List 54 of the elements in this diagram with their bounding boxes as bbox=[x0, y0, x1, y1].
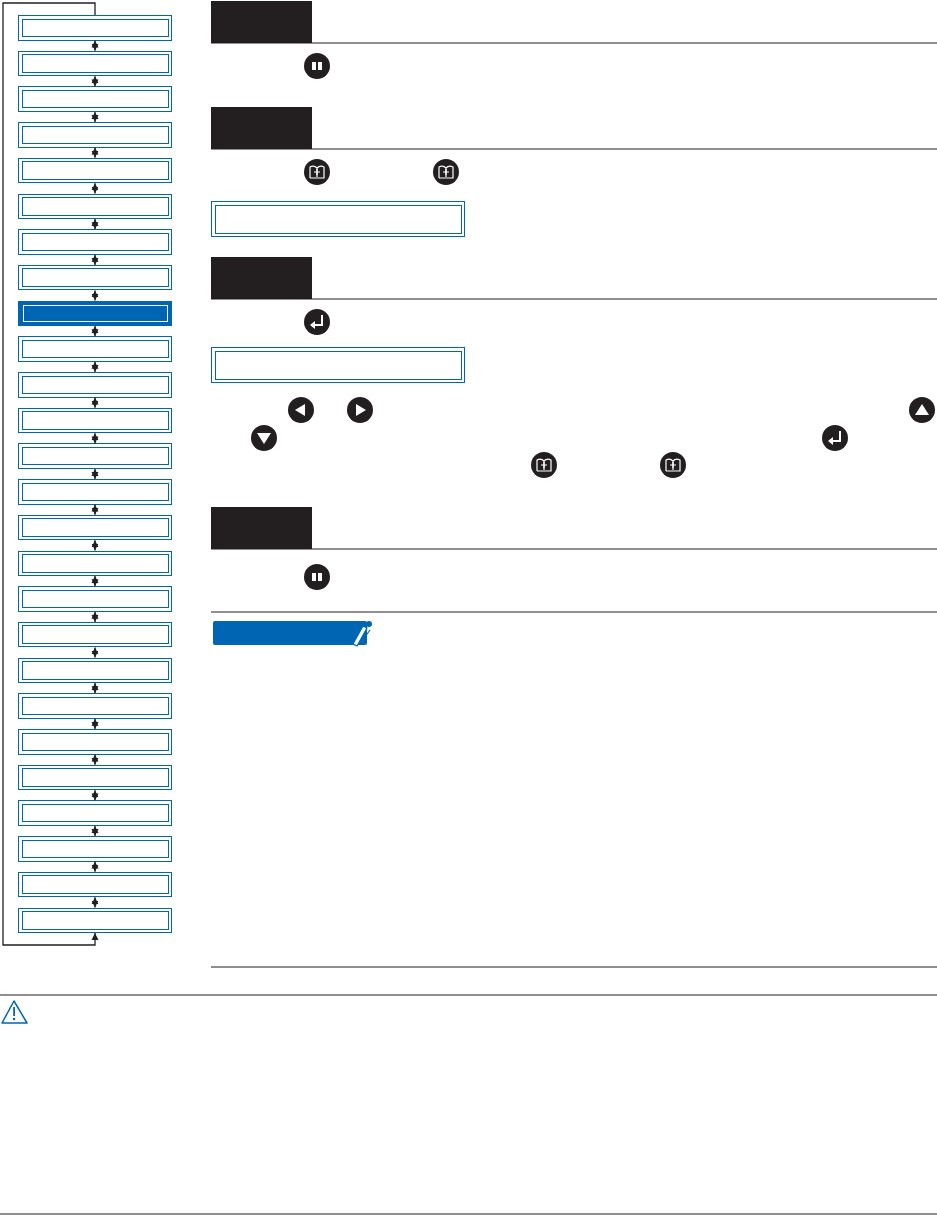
arrow bbox=[91, 468, 99, 480]
arrow bbox=[91, 575, 99, 587]
menu-box bbox=[18, 586, 172, 612]
menu-box bbox=[18, 229, 172, 255]
arrow bbox=[91, 611, 99, 623]
menu-box bbox=[18, 50, 172, 77]
arrow bbox=[91, 39, 99, 52]
menu-box bbox=[18, 86, 172, 112]
menu-box bbox=[18, 657, 172, 684]
menu-box bbox=[18, 514, 172, 541]
menu-box bbox=[18, 372, 172, 398]
arrow bbox=[91, 789, 99, 802]
menu-box bbox=[18, 800, 172, 826]
menu-box bbox=[18, 907, 172, 933]
arrow bbox=[91, 396, 99, 409]
arrow bbox=[2, 2, 99, 946]
arrow bbox=[91, 860, 99, 873]
menu-box bbox=[18, 15, 172, 41]
arrow bbox=[91, 218, 99, 230]
display-box bbox=[211, 347, 465, 383]
display-box bbox=[211, 201, 465, 237]
arrow bbox=[91, 146, 99, 159]
menu-box bbox=[18, 157, 172, 184]
menu-box bbox=[18, 193, 172, 219]
menu-box bbox=[18, 479, 172, 505]
arrow bbox=[91, 503, 99, 516]
arrow bbox=[91, 182, 99, 195]
menu-box bbox=[18, 621, 172, 648]
arrow bbox=[91, 682, 99, 694]
menu-box bbox=[18, 871, 172, 898]
menu-box bbox=[18, 443, 172, 469]
menu-box bbox=[18, 336, 172, 362]
menu-box bbox=[18, 407, 172, 434]
menu-box bbox=[18, 764, 172, 791]
menu-box bbox=[18, 122, 172, 148]
arrow bbox=[91, 896, 99, 909]
arrow bbox=[91, 432, 99, 445]
arrow bbox=[91, 361, 99, 373]
arrow bbox=[91, 539, 99, 552]
arrow bbox=[91, 646, 99, 659]
arrow bbox=[91, 254, 99, 266]
arrow bbox=[91, 111, 99, 123]
menu-box bbox=[18, 729, 172, 755]
arrow bbox=[91, 825, 99, 837]
arrow bbox=[91, 75, 99, 88]
selected-menu-box bbox=[18, 300, 172, 327]
menu-box bbox=[18, 264, 172, 291]
menu-box bbox=[18, 836, 172, 862]
arrow bbox=[91, 325, 99, 337]
menu-box bbox=[18, 693, 172, 719]
arrow bbox=[91, 718, 99, 730]
arrow bbox=[91, 753, 99, 766]
arrow bbox=[91, 289, 99, 302]
menu-box bbox=[18, 550, 172, 576]
